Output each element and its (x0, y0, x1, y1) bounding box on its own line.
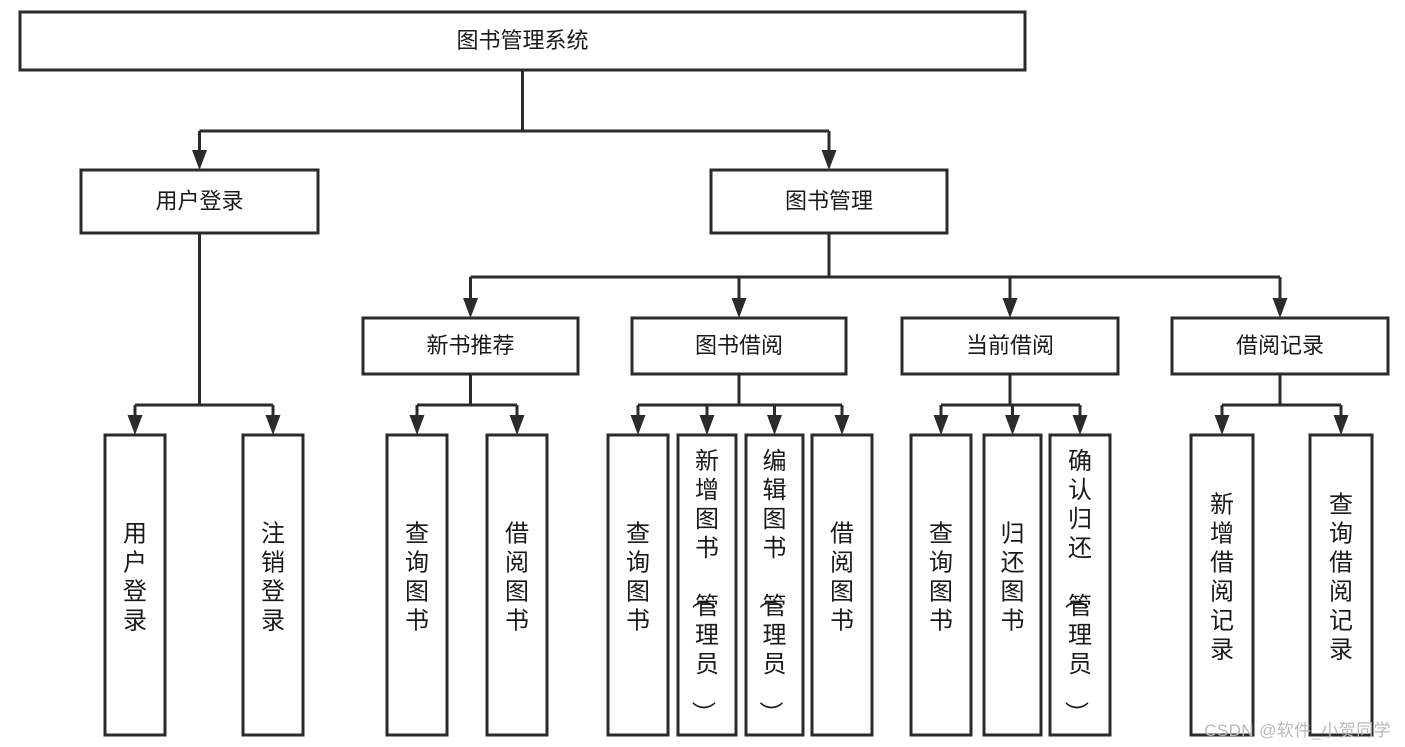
arrow-head-current-borrow-to-leaf-query-book-current (933, 415, 949, 435)
node-user-login[interactable]: 用户登录 (79, 168, 320, 235)
node-label-book-management: 图书管理 (785, 188, 873, 213)
node-box-leaf-add-borrow-record (1189, 433, 1255, 737)
node-leaf-borrow-book-recommend[interactable]: 借阅图书 (485, 433, 549, 737)
edges-layer (127, 70, 1349, 435)
node-leaf-borrow-book[interactable]: 借阅图书 (810, 433, 874, 737)
node-leaf-query-book-recommend[interactable]: 查询图书 (385, 433, 449, 737)
node-box-borrow-records (1170, 316, 1390, 376)
node-box-leaf-add-book (676, 433, 738, 737)
nodes-layer: 图书管理系统用户登录图书管理新书推荐图书借阅当前借阅借阅记录用户登录注销登录查询… (18, 10, 1390, 737)
node-label-user-login: 用户登录 (155, 188, 243, 213)
node-label-leaf-borrow-book-recommend: 借阅图书 (505, 521, 529, 635)
arrow-head-user-login-to-leaf-logout (265, 415, 281, 435)
node-label-leaf-add-borrow-record: 新增借阅记录 (1210, 492, 1234, 664)
node-leaf-return-book[interactable]: 归还图书 (982, 433, 1043, 737)
arrow-head-new-book-recommend-to-leaf-query-book-recommend (409, 415, 425, 435)
node-leaf-user-login[interactable]: 用户登录 (103, 433, 167, 737)
node-label-new-book-recommend: 新书推荐 (426, 333, 514, 358)
node-leaf-query-borrow-record[interactable]: 查询借阅记录 (1308, 433, 1374, 737)
arrow-head-root-to-book-management (821, 150, 837, 170)
node-leaf-edit-book[interactable]: 编辑图书（管理员） (744, 433, 805, 737)
node-box-leaf-confirm-return (1048, 433, 1112, 737)
node-label-leaf-return-book: 归还图书 (1001, 521, 1025, 635)
arrow-head-root-to-user-login (192, 150, 207, 170)
arrow-head-borrow-records-to-leaf-query-borrow-record (1333, 415, 1349, 435)
node-box-book-management (709, 168, 949, 235)
arrow-head-book-borrow-to-leaf-borrow-book (834, 415, 850, 435)
arrow-head-book-borrow-to-leaf-query-book-borrow (630, 415, 646, 435)
node-label-leaf-user-login: 用户登录 (123, 521, 147, 635)
node-box-leaf-query-book-recommend (385, 433, 449, 737)
node-box-leaf-logout (241, 433, 305, 737)
node-leaf-add-borrow-record[interactable]: 新增借阅记录 (1189, 433, 1255, 737)
node-box-leaf-query-borrow-record (1308, 433, 1374, 737)
arrow-head-book-borrow-to-leaf-edit-book (767, 415, 782, 435)
node-box-leaf-borrow-book (810, 433, 874, 737)
node-box-leaf-borrow-book-recommend (485, 433, 549, 737)
node-leaf-query-book-current[interactable]: 查询图书 (909, 433, 973, 737)
node-label-leaf-edit-book: 编辑图书（管理员） (757, 448, 787, 725)
node-label-leaf-query-book-borrow: 查询图书 (626, 521, 650, 635)
node-label-leaf-borrow-book: 借阅图书 (830, 521, 854, 635)
node-box-leaf-edit-book (744, 433, 805, 737)
node-label-leaf-confirm-return: 确认归还（管理员） (1062, 448, 1092, 725)
node-label-current-borrow: 当前借阅 (966, 333, 1054, 358)
arrow-head-book-management-to-current-borrow (1002, 298, 1018, 318)
node-book-management[interactable]: 图书管理 (709, 168, 949, 235)
arrow-head-book-management-to-borrow-records (1272, 298, 1288, 318)
node-current-borrow[interactable]: 当前借阅 (900, 316, 1120, 376)
node-leaf-confirm-return[interactable]: 确认归还（管理员） (1048, 433, 1112, 737)
node-label-leaf-logout: 注销登录 (261, 521, 285, 635)
arrow-head-current-borrow-to-leaf-return-book (1005, 415, 1020, 435)
node-box-leaf-query-book-borrow (606, 433, 670, 737)
node-box-user-login (79, 168, 320, 235)
arrow-head-borrow-records-to-leaf-add-borrow-record (1214, 415, 1230, 435)
arrow-head-book-borrow-to-leaf-add-book (699, 415, 715, 435)
node-box-leaf-query-book-current (909, 433, 973, 737)
arrow-head-book-management-to-new-book-recommend (463, 298, 478, 318)
node-box-current-borrow (900, 316, 1120, 376)
node-label-root: 图书管理系统 (456, 28, 588, 53)
node-box-leaf-return-book (982, 433, 1043, 737)
node-label-book-borrow: 图书借阅 (695, 333, 783, 358)
node-label-borrow-records: 借阅记录 (1236, 333, 1324, 358)
node-leaf-logout[interactable]: 注销登录 (241, 433, 305, 737)
arrow-head-current-borrow-to-leaf-confirm-return (1072, 415, 1088, 435)
node-book-borrow[interactable]: 图书借阅 (630, 316, 848, 376)
node-leaf-add-book[interactable]: 新增图书（管理员） (676, 433, 738, 737)
node-box-new-book-recommend (361, 316, 580, 376)
arrow-head-new-book-recommend-to-leaf-borrow-book-recommend (509, 415, 525, 435)
node-label-leaf-query-book-recommend: 查询图书 (405, 521, 429, 635)
arrow-head-book-management-to-book-borrow (731, 298, 747, 318)
node-box-book-borrow (630, 316, 848, 376)
node-box-root (18, 10, 1027, 72)
watermark-text: CSDN @软件_小贺同学 (1204, 721, 1391, 740)
node-root[interactable]: 图书管理系统 (18, 10, 1027, 72)
node-new-book-recommend[interactable]: 新书推荐 (361, 316, 580, 376)
node-label-leaf-query-borrow-record: 查询借阅记录 (1329, 492, 1353, 664)
arrow-head-user-login-to-leaf-user-login (127, 415, 143, 435)
node-box-leaf-user-login (103, 433, 167, 737)
node-borrow-records[interactable]: 借阅记录 (1170, 316, 1390, 376)
node-leaf-query-book-borrow[interactable]: 查询图书 (606, 433, 670, 737)
node-label-leaf-add-book: 新增图书（管理员） (689, 448, 719, 725)
node-label-leaf-query-book-current: 查询图书 (929, 521, 953, 635)
